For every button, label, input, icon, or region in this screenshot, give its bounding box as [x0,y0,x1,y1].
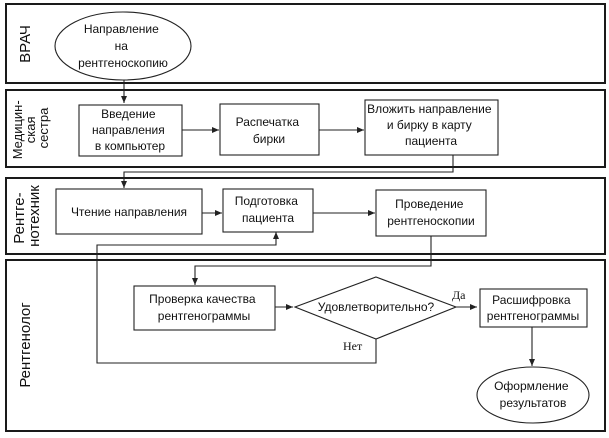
lane-label-doctor: ВРАЧ [17,25,34,63]
node-results: Оформление результатов [476,366,590,424]
edge-decision-no [96,232,377,364]
lane-radiologist [5,259,606,432]
node-read-referral: Чтение направления [55,188,203,235]
node-decision: Удовлетворительно? [293,276,458,340]
node-check-quality: Проверка качества рентгенограммы [133,285,276,331]
edge-perform-to-check [192,236,432,285]
edge-label-yes: Да [452,288,466,302]
lane-label-xray-tech: Рентге- нотехник [11,185,43,247]
node-prepare-patient-label: Подготовка пациента [235,194,302,225]
node-results-label: Оформление результатов [494,379,572,410]
node-enter-referral-label: Введение направления в компьютер [92,107,168,153]
node-referral: Направление на рентгеноскопию [54,11,192,81]
node-insert-card: Вложить направление и бирку в карту паци… [364,99,499,156]
node-read-referral-label: Чтение направления [71,205,187,219]
edge-insert-to-read [121,155,454,188]
lane-label-nurse: Медицин- ская сестра [10,97,51,160]
node-print-tag-label: Распечатка бирки [236,115,303,146]
node-insert-card-label: Вложить направление и бирку в карту паци… [367,102,495,148]
edge-label-no: Нет [343,339,363,353]
node-perform-xray-label: Проведение рентгеноскопии [387,197,475,228]
node-prepare-patient: Подготовка пациента [222,188,314,233]
lane-label-radiologist: Рентгенолог [17,302,34,388]
node-referral-label: Направление на рентгеноскопию [78,22,168,70]
node-decision-label: Удовлетворительно? [318,300,435,314]
node-decode: Расшифровка рентгенограммы [479,288,588,328]
node-enter-referral: Введение направления в компьютер [78,104,183,157]
lane-nurse [5,89,606,168]
node-print-tag: Распечатка бирки [219,103,320,156]
node-perform-xray: Проведение рентгеноскопии [375,189,487,237]
lane-xray-tech [5,177,606,255]
lane-doctor [5,3,606,84]
node-decode-label: Расшифровка рентгенограммы [487,293,579,323]
node-check-quality-label: Проверка качества рентгенограммы [149,292,259,323]
